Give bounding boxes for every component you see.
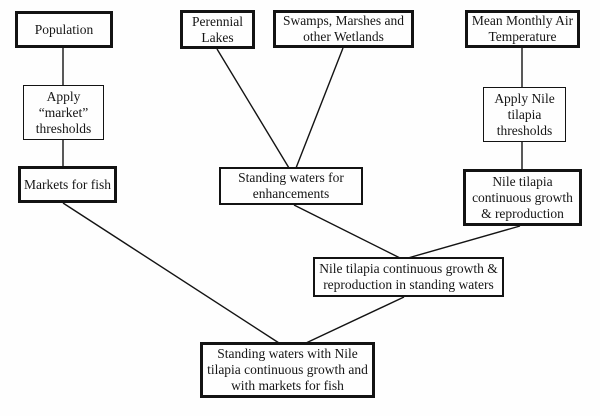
connector-standing-nilestanding [293, 204, 401, 259]
connector-swamps-standing [295, 47, 344, 169]
node-population: Population [15, 11, 113, 48]
node-nile-growth-in-standing-waters: Nile tilapia continuous growth & reprodu… [313, 257, 504, 297]
connector-nilegrowth-nilestanding [407, 225, 521, 259]
node-mean-monthly-air-temperature: Mean Monthly Air Temperature [465, 10, 580, 48]
connector-markets-final [62, 202, 280, 344]
connector-nilestanding-final [305, 296, 405, 344]
node-apply-nile-tilapia-thresholds: Apply Nile tilapia thresholds [483, 87, 566, 142]
node-standing-waters-for-enhancements: Standing waters for enhancements [219, 167, 363, 205]
node-perennial-lakes: Perennial Lakes [180, 10, 255, 49]
node-standing-waters-with-nile-tilapia-and-markets: Standing waters with Nile tilapia contin… [200, 342, 375, 398]
node-swamps-wetlands: Swamps, Marshes and other Wetlands [273, 10, 414, 48]
connector-perennial-standing [216, 48, 290, 169]
node-nile-tilapia-continuous-growth: Nile tilapia continuous growth & reprodu… [463, 169, 582, 226]
node-apply-market-thresholds: Apply “market” thresholds [23, 85, 104, 140]
node-markets-for-fish: Markets for fish [18, 166, 117, 203]
